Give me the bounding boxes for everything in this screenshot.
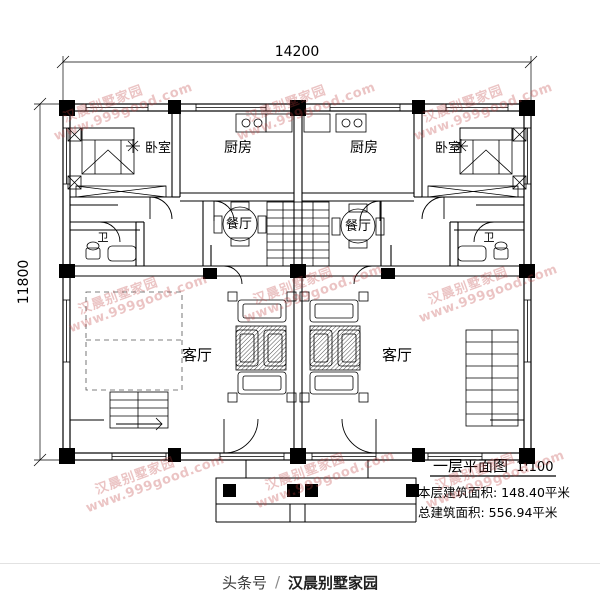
interior-walls	[70, 114, 524, 460]
room-label-dining-right: 餐厅	[345, 218, 371, 234]
front-porch	[215, 460, 417, 523]
dimension-left-label: 11800	[16, 260, 32, 305]
dimension-lines	[33, 55, 538, 467]
footer-separator: /	[274, 573, 281, 591]
bedroom-right-furniture	[427, 127, 527, 198]
footer-brand: 汉晨别墅家园	[288, 573, 379, 592]
room-label-kitchen-right: 厨房	[350, 140, 378, 156]
dimension-top-label: 14200	[275, 44, 320, 60]
exterior-walls	[62, 103, 532, 461]
plan-geometry	[33, 55, 556, 523]
doors	[99, 196, 495, 454]
room-label-dining-left: 餐厅	[226, 216, 252, 232]
drawing-title: 一层平面图	[433, 457, 508, 475]
structural-columns	[59, 100, 535, 497]
living-left-furniture	[85, 291, 297, 431]
note-floor-area: 本层建筑面积: 148.40平米	[418, 485, 570, 500]
bedroom-left-furniture	[67, 127, 167, 198]
bathroom-fixtures	[85, 241, 509, 262]
footer-prefix: 头条号	[221, 573, 267, 592]
room-label-bedroom-left: 卧室	[145, 140, 171, 156]
room-label-bath-left: 卫	[98, 231, 109, 244]
room-label-living-left: 客厅	[182, 346, 212, 364]
windows	[62, 103, 532, 461]
room-label-bedroom-right: 卧室	[435, 140, 461, 156]
dimension-labels: 14200 11800	[16, 44, 319, 304]
room-label-kitchen-left: 厨房	[224, 140, 252, 156]
kitchen-fixtures	[235, 113, 367, 133]
living-right-furniture	[299, 291, 519, 427]
room-label-living-right: 客厅	[382, 346, 412, 364]
dining-furniture	[213, 201, 385, 249]
room-label-bath-right: 卫	[484, 231, 495, 244]
note-total-area: 总建筑面积: 556.94平米	[418, 505, 558, 520]
room-labels: 卧室 厨房 厨房 卧室 餐厅 餐厅 卫 卫 客厅 客厅	[98, 140, 495, 364]
central-staircase	[266, 201, 330, 267]
drawing-scale: 1:100	[516, 460, 553, 475]
drawing-title-block: 一层平面图 1:100 本层建筑面积: 148.40平米 总建筑面积: 556.…	[418, 457, 570, 520]
footer-bar: 头条号 / 汉晨别墅家园	[0, 563, 600, 600]
